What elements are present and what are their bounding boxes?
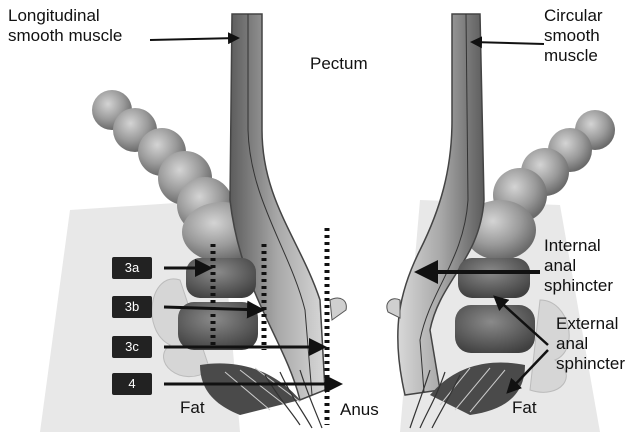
internal-sphincter-left <box>186 258 256 298</box>
label-longitudinal-muscle: Longitudinal smooth muscle <box>8 6 122 46</box>
label-longitudinal-muscle-line2: smooth muscle <box>8 26 122 46</box>
grade-badge-3c: 3c <box>112 336 152 358</box>
label-fat-right: Fat <box>512 398 537 418</box>
label-internal-sphincter: Internal anal sphincter <box>544 236 613 296</box>
label-internal-sphincter-line1: Internal <box>544 236 613 256</box>
label-internal-sphincter-line2: anal <box>544 256 613 276</box>
pointer-longitudinal-muscle <box>150 38 238 40</box>
label-external-sphincter-line1: External <box>556 314 625 334</box>
external-sphincter-right <box>455 305 535 353</box>
label-rectum: Pectum <box>310 54 368 74</box>
label-external-sphincter-line3: sphincter <box>556 354 625 374</box>
label-external-sphincter: External anal sphincter <box>556 314 625 374</box>
label-anus: Anus <box>340 400 379 420</box>
label-internal-sphincter-line3: sphincter <box>544 276 613 296</box>
pointer-circular-muscle <box>472 42 544 44</box>
label-longitudinal-muscle-line1: Longitudinal <box>8 6 122 26</box>
label-circular-muscle-line1: Circular <box>544 6 603 26</box>
grade-badge-3a: 3a <box>112 257 152 279</box>
label-external-sphincter-line2: anal <box>556 334 625 354</box>
label-circular-muscle-line2: smooth <box>544 26 603 46</box>
label-circular-muscle: Circular smooth muscle <box>544 6 603 66</box>
internal-sphincter-right <box>458 258 530 298</box>
label-circular-muscle-line3: muscle <box>544 46 603 66</box>
grade-badge-3b: 3b <box>112 296 152 318</box>
anal-flap-right <box>387 299 400 318</box>
label-fat-left: Fat <box>180 398 205 418</box>
anal-flap-left <box>330 298 346 320</box>
grade-badge-4: 4 <box>112 373 152 395</box>
